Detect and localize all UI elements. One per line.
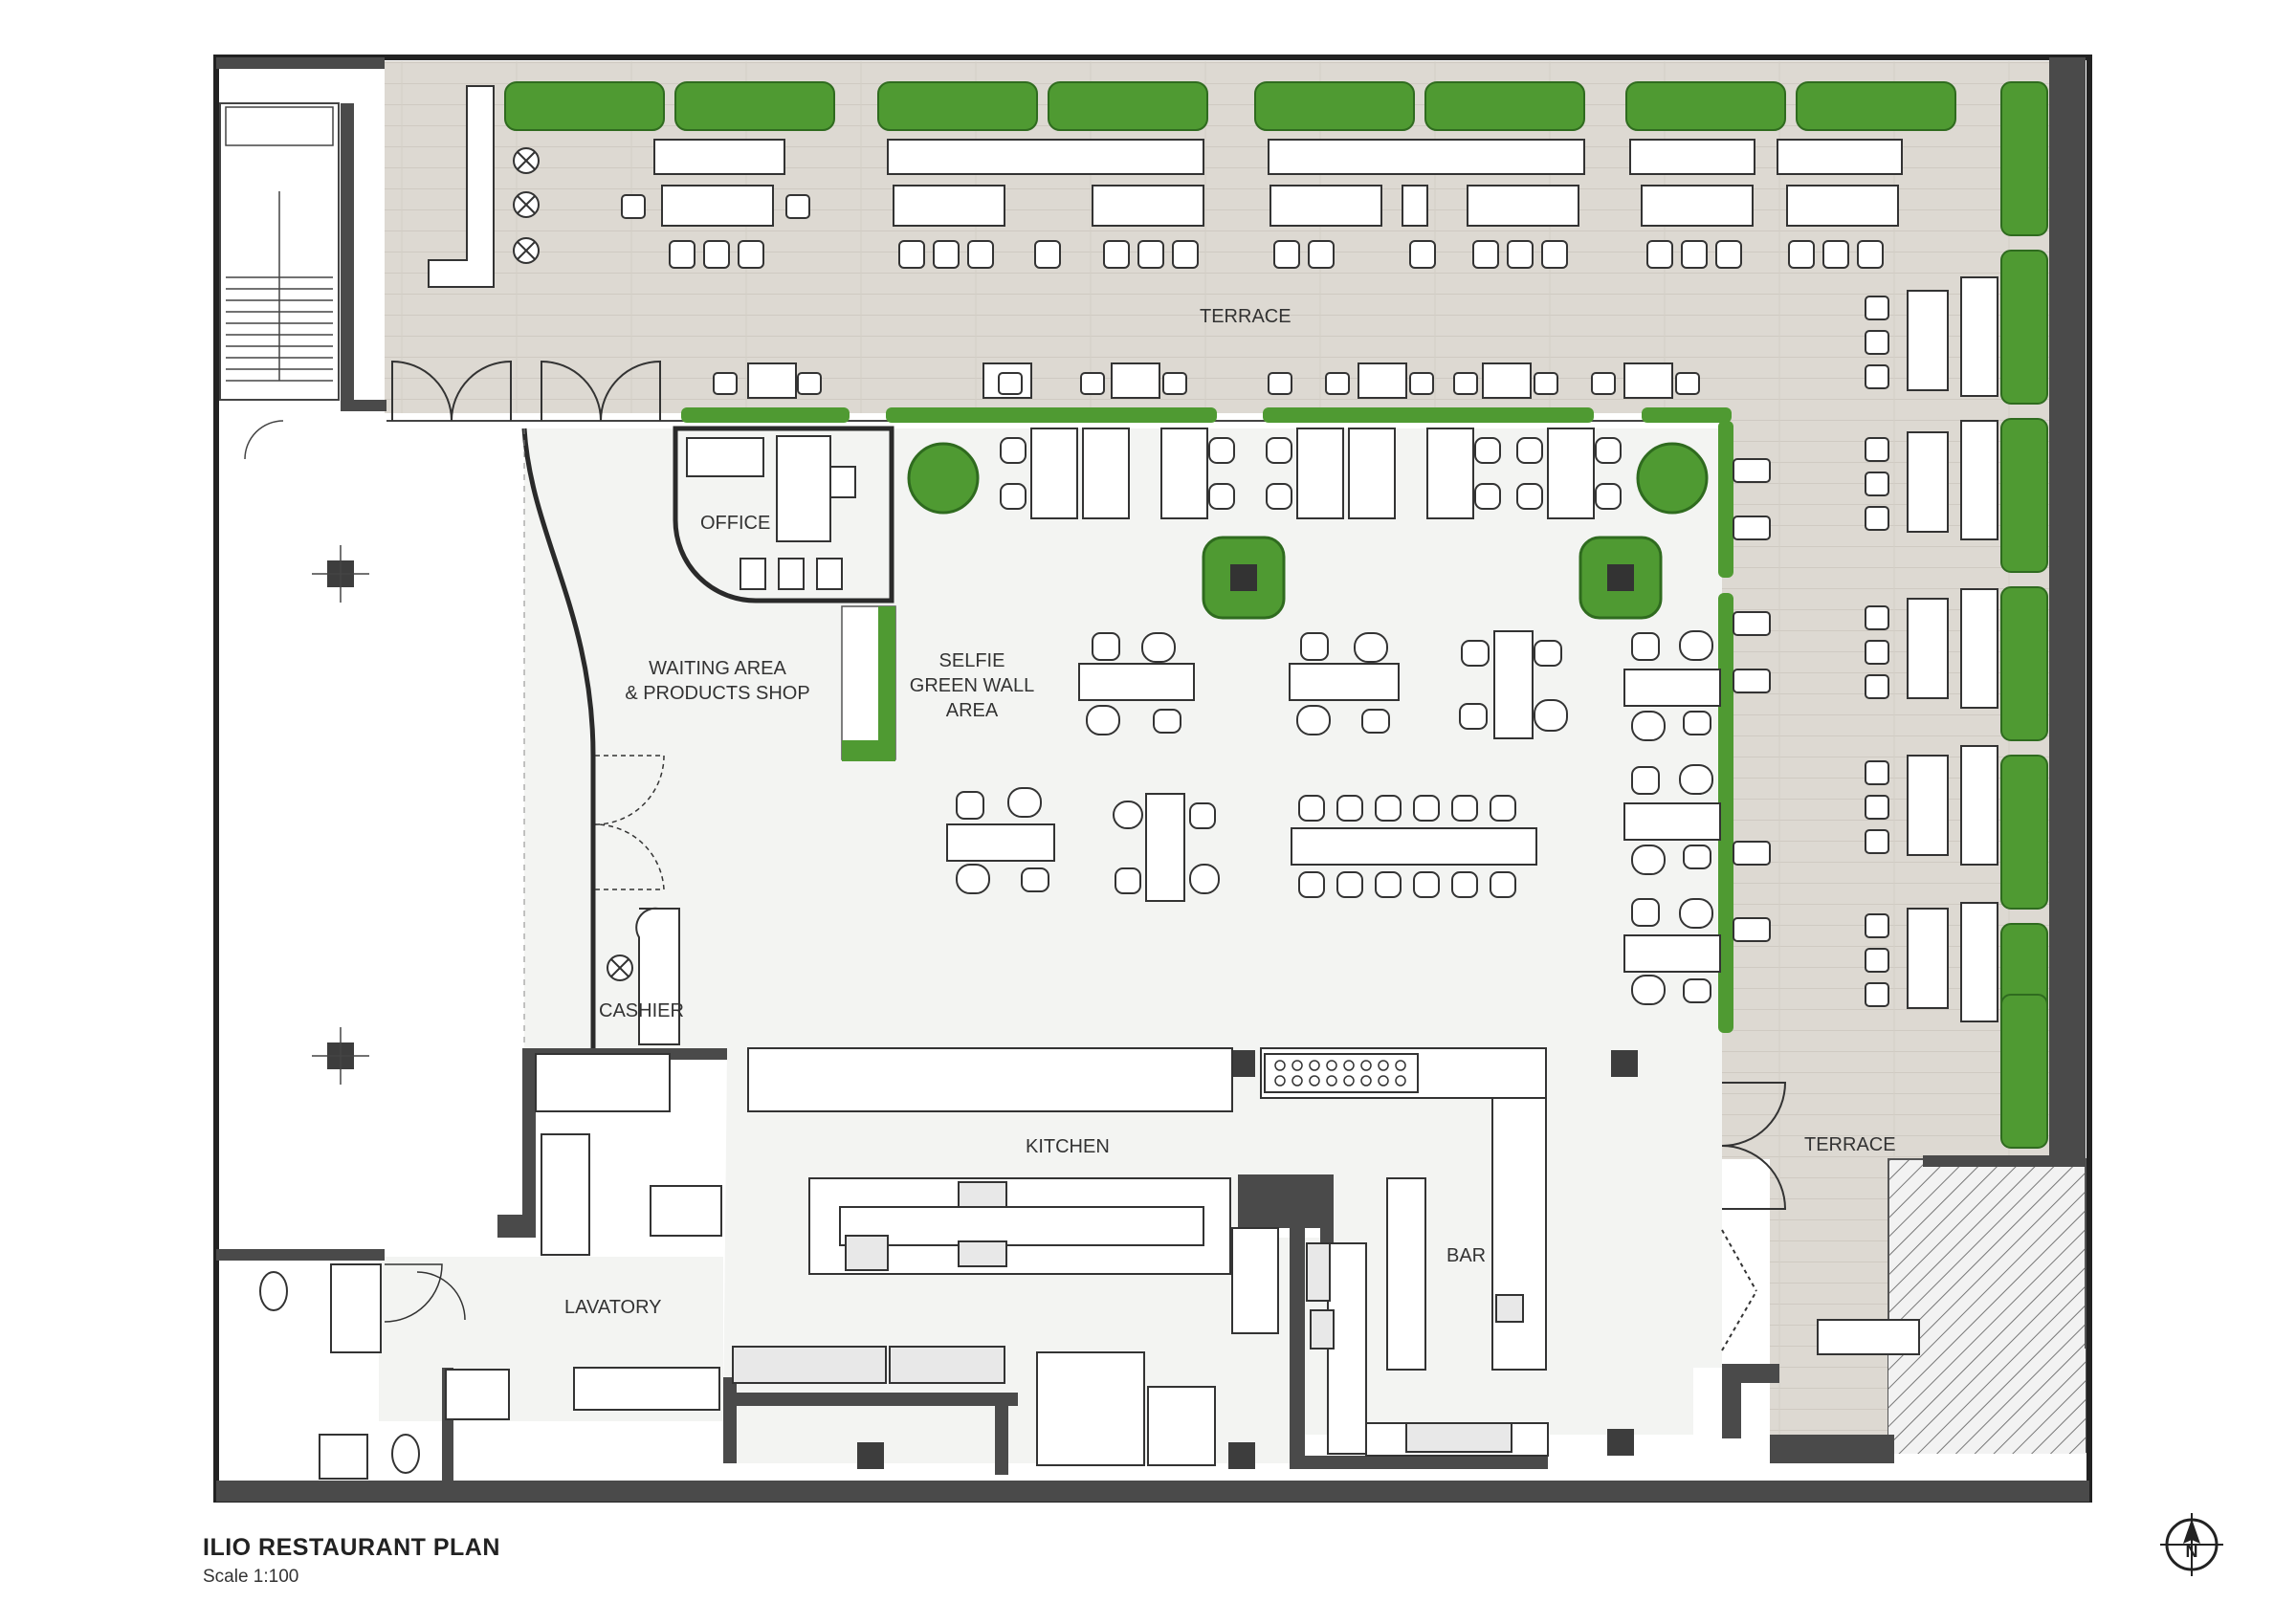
plan-scale: Scale 1:100 <box>203 1567 299 1587</box>
glass-curve-wall <box>521 428 596 1048</box>
label-selfie-area: SELFIE GREEN WALL AREA <box>905 648 1039 723</box>
label-office: OFFICE <box>700 513 771 534</box>
plan-title: ILIO RESTAURANT PLAN <box>203 1534 500 1561</box>
dining-tables <box>946 428 1721 973</box>
terrace-bistro-tables <box>428 85 540 288</box>
east-terrace-door <box>1721 1082 1787 1351</box>
office <box>673 426 894 604</box>
label-bar: BAR <box>1446 1245 1487 1266</box>
cashier-desk <box>607 907 680 1045</box>
label-lavatory: LAVATORY <box>564 1297 662 1318</box>
waiting-line-1: WAITING AREA <box>649 658 786 679</box>
selfie-line-1: SELFIE <box>938 650 1005 671</box>
label-kitchen: KITCHEN <box>1026 1136 1110 1157</box>
hatched-area-lower <box>1888 1349 2086 1454</box>
north-arrow-icon: N <box>2160 1513 2223 1576</box>
kitchen-appliances <box>732 1181 1524 1453</box>
terrace-furniture-east <box>1733 276 1998 1355</box>
lavatory <box>259 1053 722 1480</box>
label-terrace-east: TERRACE <box>1804 1134 1896 1155</box>
label-terrace-north: TERRACE <box>1200 306 1292 327</box>
interior-hedges <box>681 407 1733 1033</box>
selfie-line-3: AREA <box>945 700 999 721</box>
selfie-line-2: GREEN WALL <box>909 675 1035 696</box>
dining-chairs <box>956 437 1713 1005</box>
bar-counter <box>1386 1177 1426 1371</box>
east-planters <box>2000 81 2048 1149</box>
trees <box>907 442 1709 620</box>
label-cashier: CASHIER <box>599 1000 684 1021</box>
stair-core <box>219 102 340 460</box>
north-planters <box>504 81 1956 131</box>
waiting-line-2: & PRODUCTS SHOP <box>625 683 810 704</box>
walls <box>216 57 2089 1502</box>
waiting-door <box>594 755 665 890</box>
terrace-furniture-north <box>621 139 1903 399</box>
dish-rack <box>1264 1053 1419 1093</box>
selfie-green-wall <box>841 605 896 761</box>
compass-letter: N <box>2186 1542 2198 1561</box>
label-waiting-area: WAITING AREA & PRODUCTS SHOP <box>622 656 813 706</box>
